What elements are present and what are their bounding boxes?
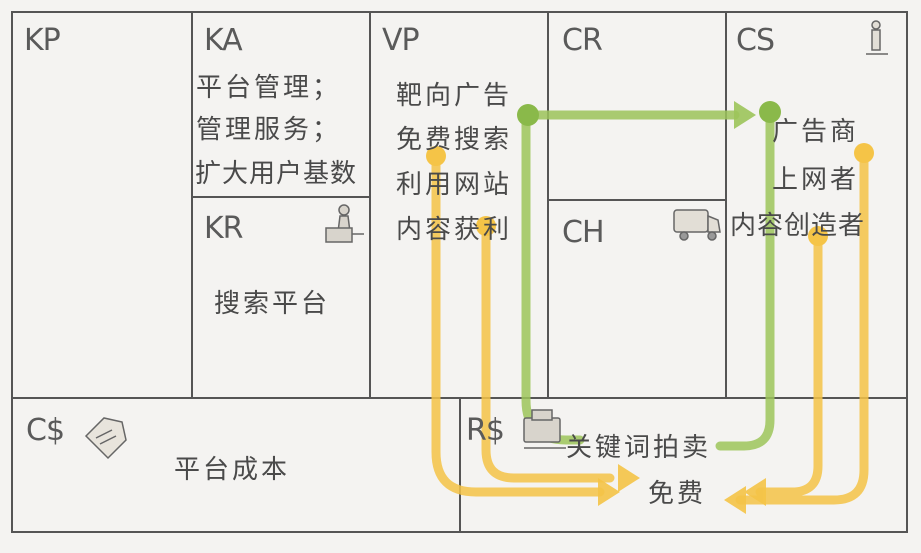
price-tag-icon — [84, 417, 127, 460]
cs-line-1: 广告商 — [772, 117, 859, 147]
arrowhead-1 — [598, 478, 620, 506]
green-flow-arrows — [521, 107, 775, 451]
ka-line-3: 扩大用户基数 — [195, 159, 357, 189]
green-dots — [517, 101, 781, 126]
person-standing-icon — [866, 20, 888, 55]
dot-vp-yellow-2 — [476, 216, 496, 236]
revenue-line-2: 免费 — [648, 479, 706, 509]
ch-header: CH — [562, 215, 604, 250]
flow-free-search-outer — [431, 155, 605, 497]
flow-content-creators — [755, 235, 823, 497]
kr-text: 搜索平台 — [214, 289, 330, 319]
revenue-header: R$ — [466, 413, 504, 448]
arrowhead-2 — [618, 464, 640, 492]
kp-header: KP — [24, 23, 61, 58]
flow-ads-to-auction — [521, 113, 585, 445]
dot-vp-green — [517, 104, 539, 126]
cs-line-3: 内容创造者 — [730, 211, 865, 241]
yellow-arrowheads — [598, 464, 766, 514]
revenue-line-1: 关键词拍卖 — [566, 433, 711, 463]
cs-header: CS — [736, 23, 774, 58]
flow-web-users — [735, 150, 869, 505]
grid-lines — [11, 11, 908, 533]
vp-line-4: 内容获利 — [396, 215, 512, 245]
cash-register-icon — [523, 409, 566, 449]
cr-header: CR — [562, 23, 602, 58]
kr-header: KR — [204, 211, 243, 246]
cost-header: C$ — [26, 413, 64, 448]
vp-header: VP — [382, 23, 420, 58]
arrowhead-green-1 — [734, 101, 756, 129]
yellow-dots — [426, 143, 874, 246]
cost-text: 平台成本 — [174, 455, 290, 485]
ka-line-1: 平台管理； — [196, 73, 341, 103]
worker-at-machine-icon — [325, 204, 364, 243]
delivery-truck-icon — [673, 209, 721, 241]
dot-vp-yellow-1 — [426, 146, 446, 166]
flow-advertisers-to-auction — [715, 107, 775, 451]
cs-line-2: 上网者 — [772, 165, 859, 195]
arrowhead-4 — [724, 486, 746, 514]
yellow-flow-arrows — [431, 150, 869, 505]
vp-line-2: 免费搜索 — [396, 125, 512, 155]
ka-header: KA — [204, 23, 243, 58]
green-arrowheads — [734, 101, 756, 129]
dot-cs-yellow-1 — [808, 226, 828, 246]
dot-cs-green — [759, 101, 781, 123]
flow-free-search-inner — [481, 225, 615, 483]
ka-line-2: 管理服务； — [196, 115, 341, 145]
dot-cs-yellow-2 — [854, 143, 874, 163]
arrowhead-3 — [744, 478, 766, 506]
vp-line-3: 利用网站 — [396, 170, 512, 200]
vp-line-1: 靶向广告 — [396, 81, 512, 111]
